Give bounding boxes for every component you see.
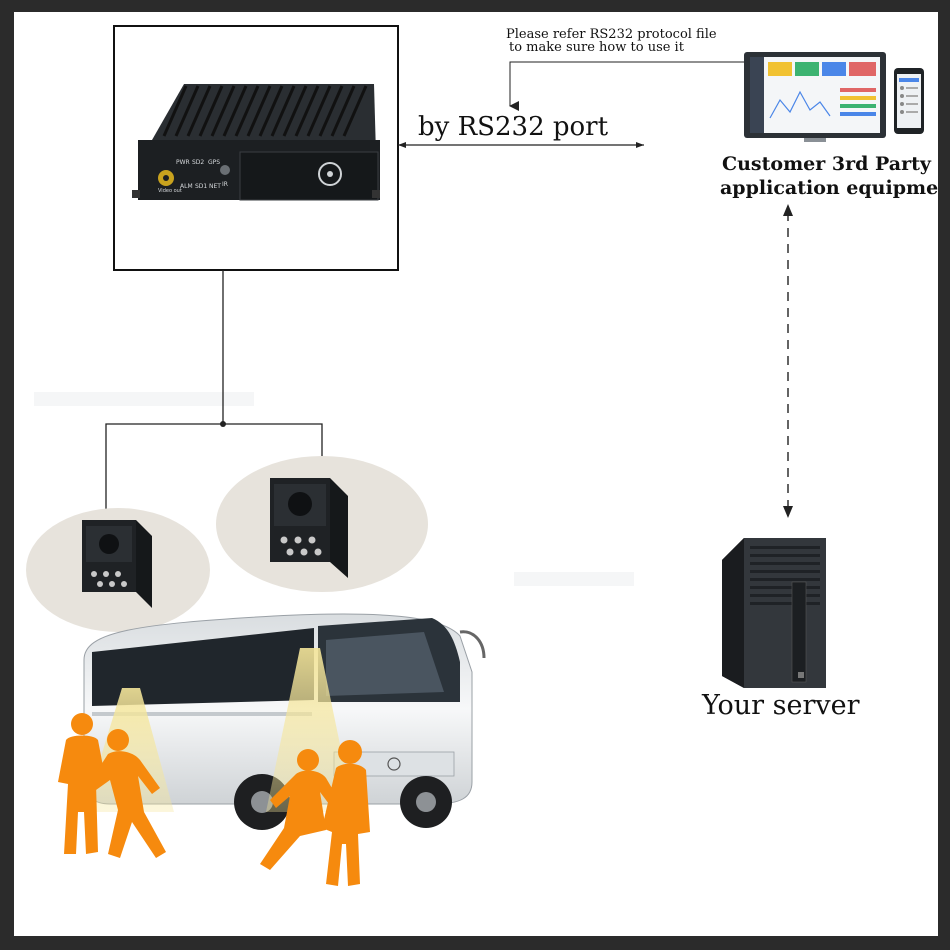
watermark-shape	[514, 572, 634, 586]
rs232-port-label: by RS232 port	[418, 112, 609, 142]
rs232-note: Please refer RS232 protocol file to make…	[506, 28, 717, 54]
customer-equipment-label: Customer 3rd Party application equipment	[720, 152, 938, 200]
led-label-gps: GPS	[208, 159, 220, 166]
person-icon	[260, 749, 340, 870]
led-label-net: NET	[209, 183, 221, 190]
server-tower-icon	[722, 538, 826, 688]
rs232-note-line1: Please refer RS232 protocol file	[506, 27, 717, 42]
ir-label: IR	[222, 181, 228, 188]
led-label-sd1: SD1	[195, 183, 207, 190]
server-label: Your server	[702, 690, 860, 721]
camera-wiring	[105, 270, 323, 522]
video-out-label: Video out	[158, 188, 182, 194]
camera-icon	[270, 478, 348, 578]
led-label-sd2: SD2	[192, 159, 204, 166]
rs232-note-line2: to make sure how to use it	[509, 40, 684, 55]
led-label-pwr: PWR	[176, 159, 190, 166]
dvr-device-icon: PWR SD2 GPS ALM SD1 NET Video out IR	[132, 84, 380, 201]
diagram-canvas: PWR SD2 GPS ALM SD1 NET Video out IR	[14, 12, 938, 936]
person-icon	[90, 729, 166, 858]
person-icon	[322, 740, 370, 886]
diagram-graphics: PWR SD2 GPS ALM SD1 NET Video out IR	[26, 25, 924, 886]
led-label-alm: ALM	[180, 183, 193, 190]
monitor-icon	[744, 52, 886, 142]
note-arrow	[509, 61, 744, 111]
watermark-shape	[34, 392, 254, 406]
person-icon	[58, 713, 106, 854]
bus-icon	[83, 613, 486, 830]
customer-line2: application equipment	[720, 177, 938, 199]
light-beam	[266, 648, 354, 812]
camera-icon	[82, 520, 152, 608]
phone-icon	[894, 68, 924, 134]
customer-line1: Customer 3rd Party	[722, 153, 931, 175]
